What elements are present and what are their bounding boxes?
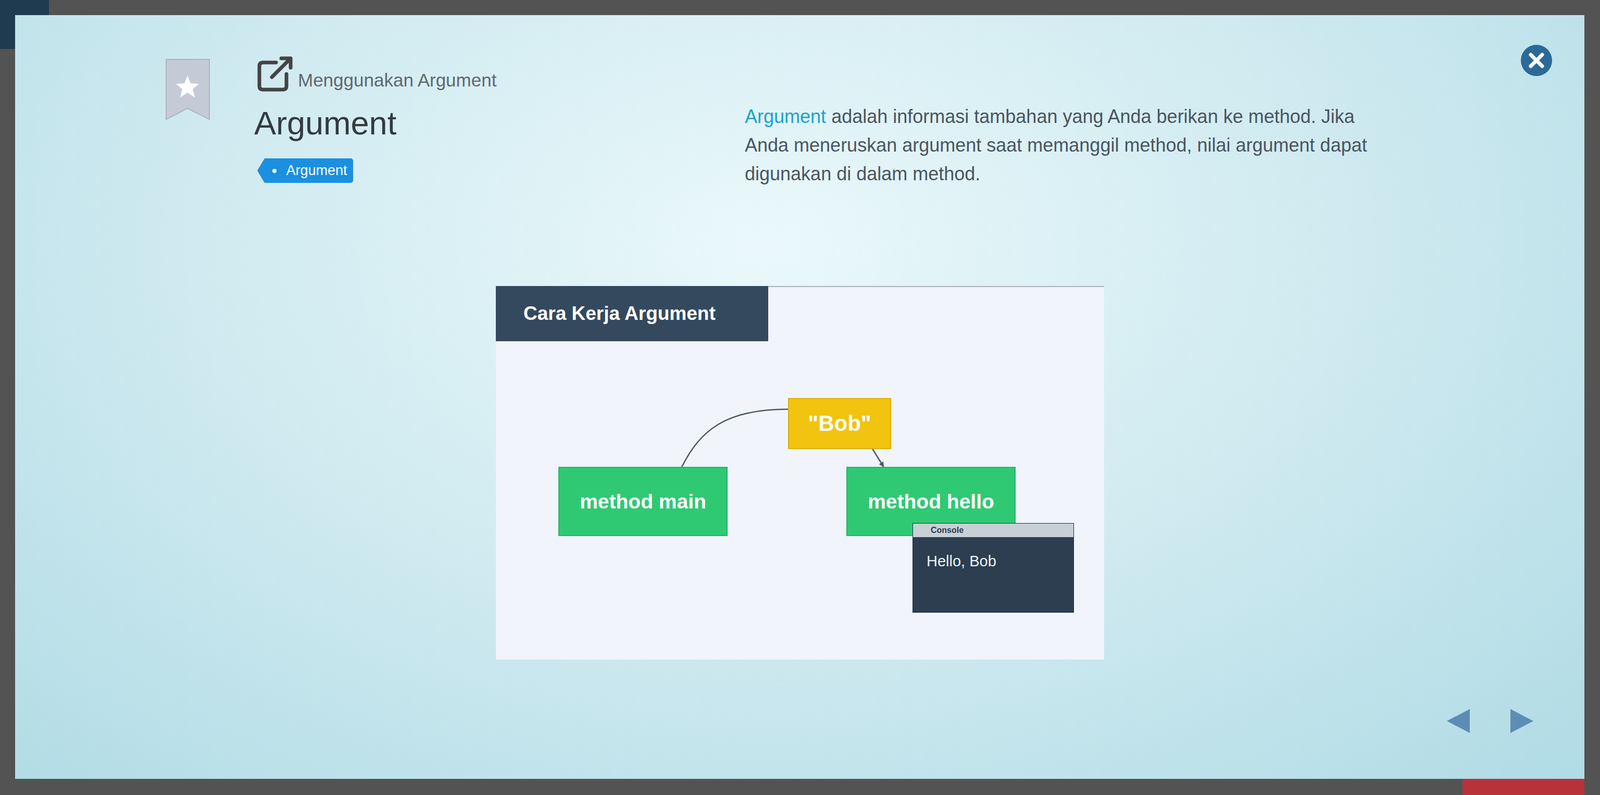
connector — [872, 448, 884, 467]
highlighted-term: Argument — [744, 105, 827, 128]
header-band: Cara Kerja Argument — [495, 285, 769, 342]
method-box: method main — [558, 466, 728, 536]
connector — [681, 409, 789, 467]
tag-dot — [272, 168, 277, 173]
close-x — [1530, 54, 1543, 67]
prev-arrow — [1446, 708, 1470, 733]
lesson-subtitle: Menggunakan Argument — [297, 69, 497, 91]
topic-tag: Argument — [257, 158, 354, 183]
console-titlebar: Console — [913, 523, 1074, 537]
node-label: method main — [579, 490, 707, 514]
console-window: ConsoleHello, Bob — [912, 522, 1074, 613]
next-arrow — [1510, 708, 1534, 733]
console-title: Console — [930, 525, 964, 535]
external-link-arrow — [271, 58, 291, 78]
value-box: "Bob" — [788, 397, 892, 449]
close-button — [1520, 44, 1553, 77]
bookmark-star — [176, 75, 199, 98]
node-label: Cara Kerja Argument — [523, 302, 716, 325]
slide-title: Argument — [254, 104, 397, 142]
node-label: Argument — [285, 162, 347, 179]
node-label: "Bob" — [807, 410, 871, 436]
description-text: adalah informasi tambahan yang Anda beri… — [744, 105, 1368, 185]
description-paragraph: Argumentadalah informasi tambahan yang A… — [744, 102, 1402, 189]
console-output: Hello, Bob — [926, 552, 997, 570]
bookmark-icon — [166, 59, 210, 120]
node-label: method hello — [867, 490, 995, 514]
